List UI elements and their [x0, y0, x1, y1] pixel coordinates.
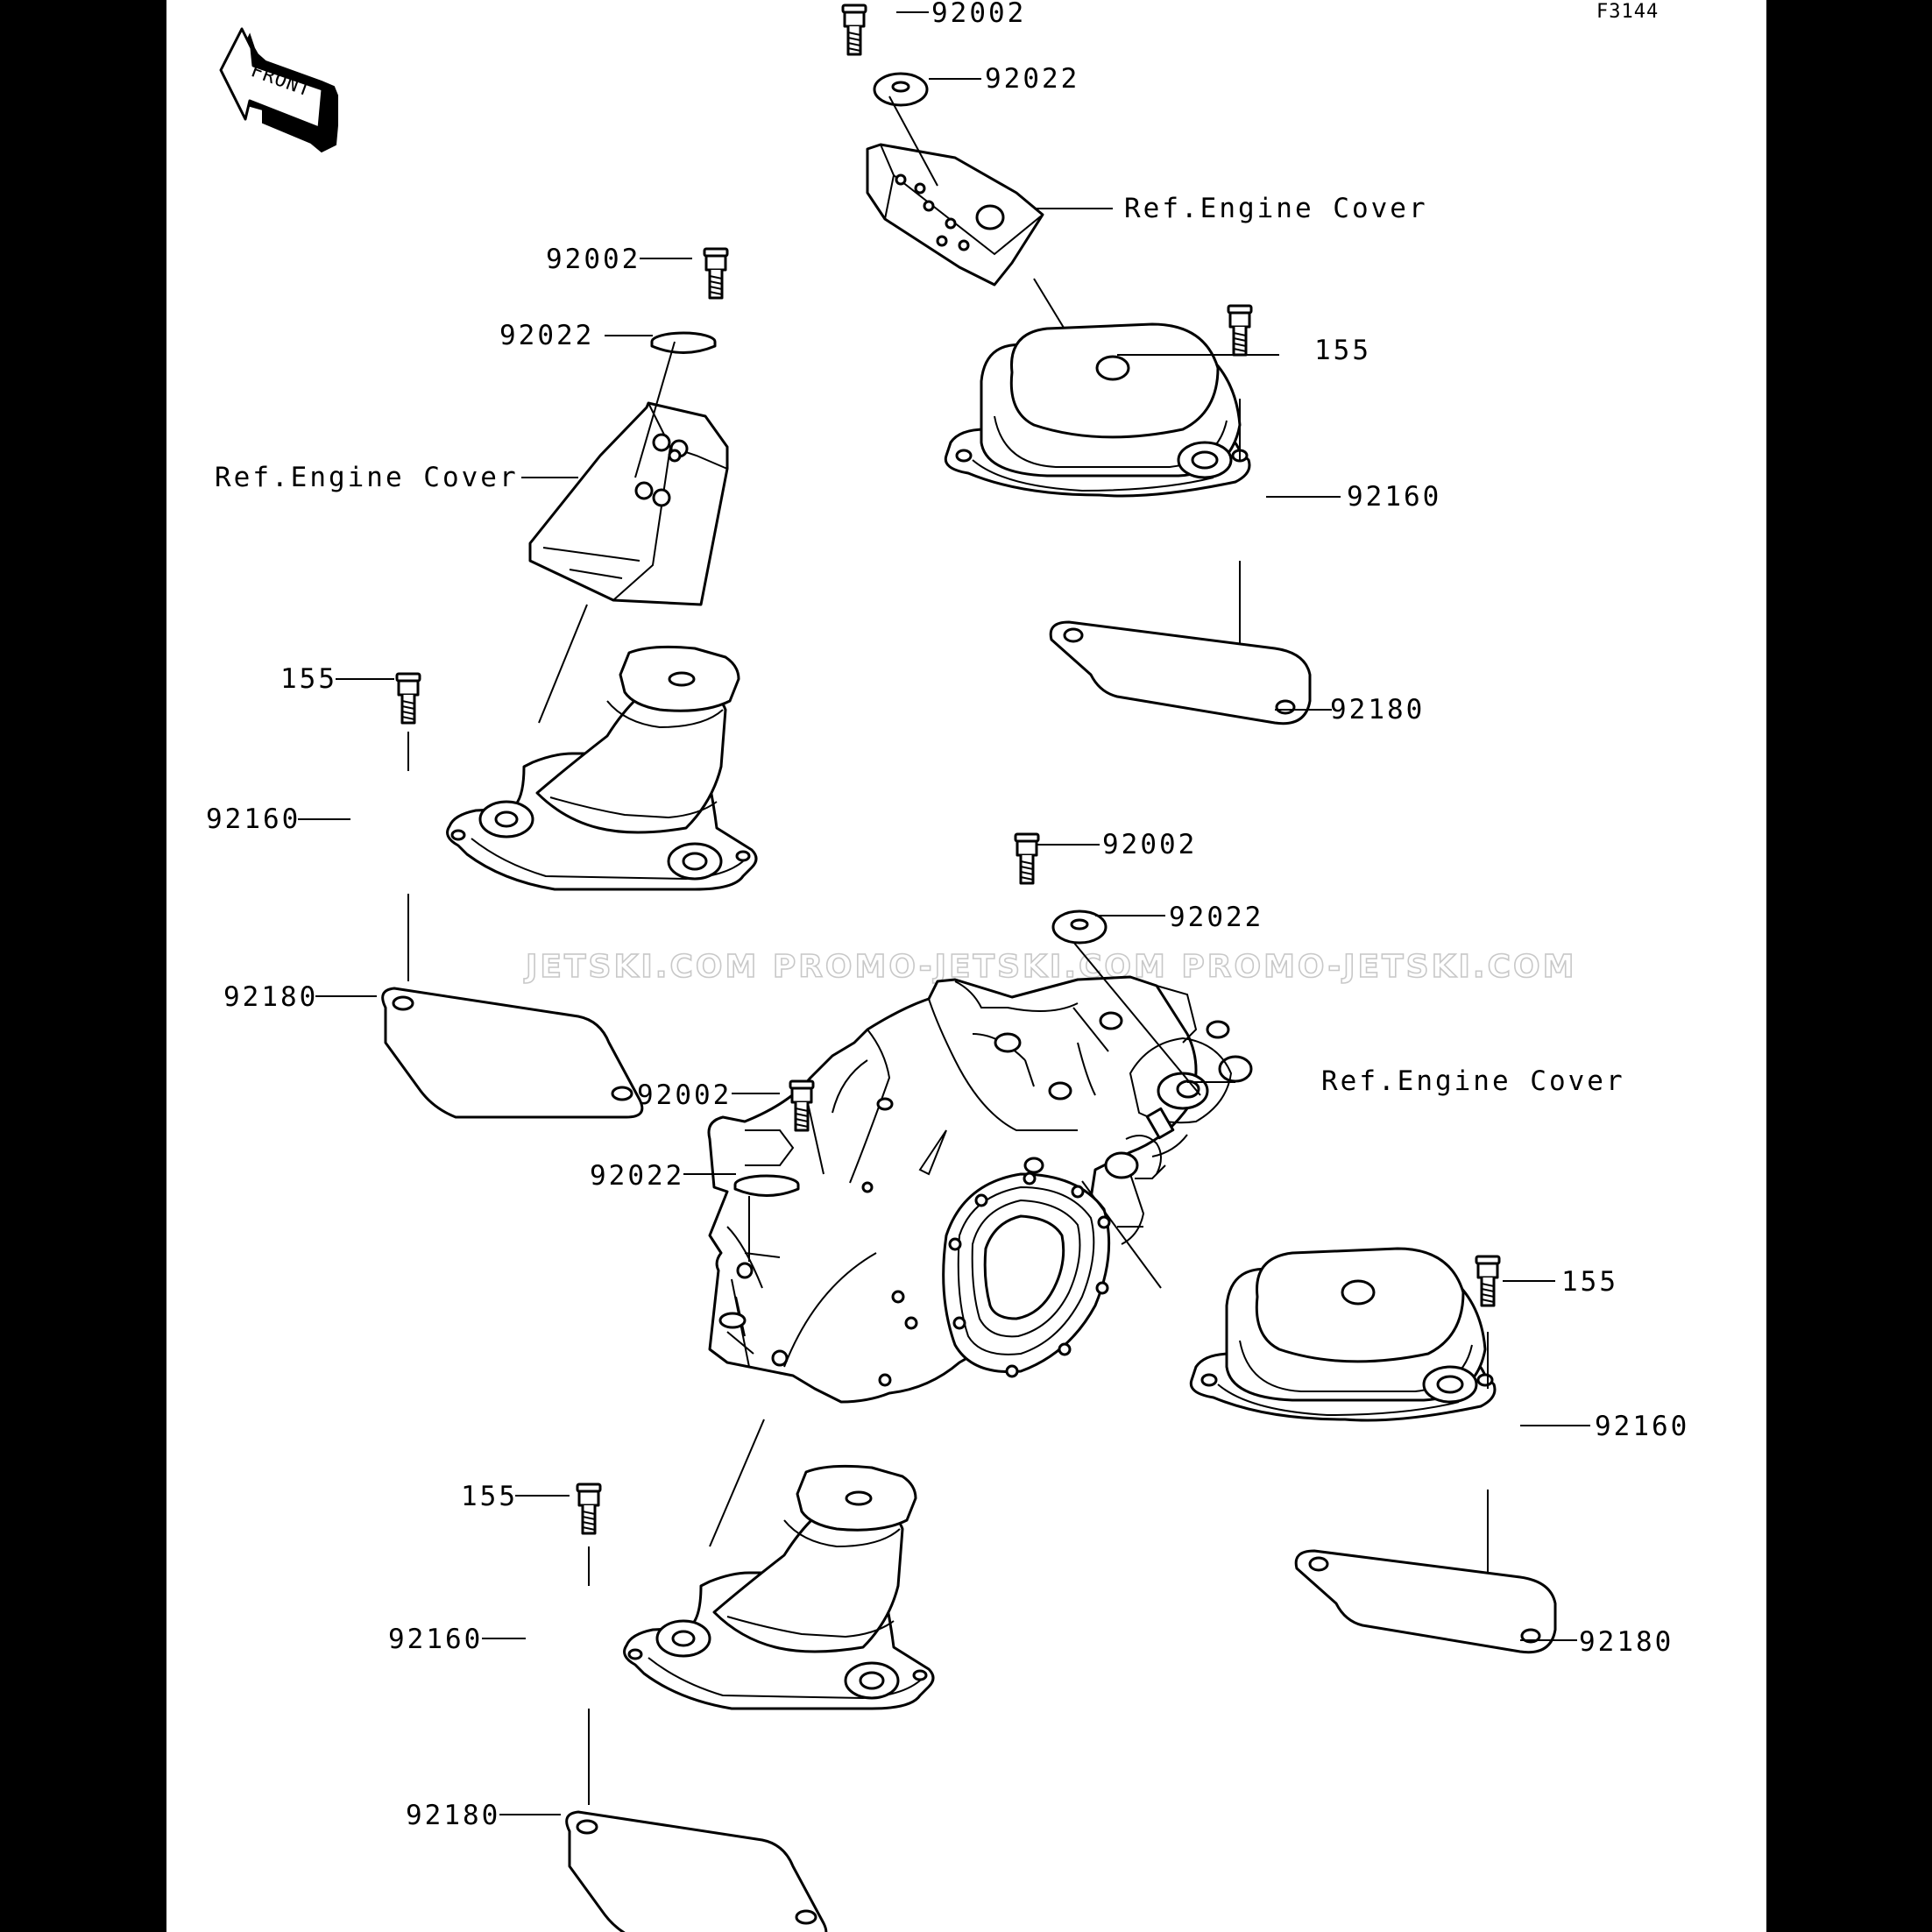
bolt-icon	[576, 1483, 602, 1535]
engine-mount-bottom-right	[1189, 1247, 1497, 1422]
shim-plate-bottom-right	[1294, 1549, 1557, 1654]
callout-ref-engine-cover-left: Ref.Engine Cover	[215, 462, 519, 493]
callout-92022-top: 92022	[985, 63, 1079, 95]
callout-92180-mid-left: 92180	[223, 981, 318, 1013]
engine-cover-bracket-top	[866, 143, 1044, 287]
bolt-icon	[1227, 304, 1253, 357]
bolt-icon	[395, 672, 421, 725]
bolt-icon	[841, 4, 867, 56]
shim-plate-bottom-left	[565, 1810, 828, 1932]
callout-155-mid-left: 155	[280, 663, 337, 695]
callout-155-bottom-right: 155	[1561, 1266, 1618, 1298]
shim-plate-top-right	[1049, 620, 1312, 725]
callout-155-top-right: 155	[1314, 335, 1371, 366]
callout-92160-bottom-left: 92160	[388, 1624, 483, 1655]
callout-92160-mid-left: 92160	[206, 803, 301, 835]
front-arrow-icon: FRONT	[219, 27, 338, 153]
callout-92022-center: 92022	[1169, 902, 1263, 933]
bolt-icon	[1014, 832, 1040, 885]
washer-icon	[733, 1174, 800, 1197]
engine-mount-bottom-left	[623, 1464, 935, 1710]
callout-92160-top-right: 92160	[1347, 481, 1441, 513]
bearing-housing	[736, 1129, 1111, 1387]
engine-cover-bracket-left	[528, 401, 729, 606]
callout-92160-bottom-right: 92160	[1595, 1411, 1689, 1442]
washer-icon	[650, 331, 717, 354]
callout-92002-top: 92002	[931, 0, 1026, 29]
parts-diagram: F3144 FRONT JETSKI.COM PROMO-JETSKI.COM …	[166, 0, 1766, 1932]
callout-92180-bottom-right: 92180	[1579, 1626, 1674, 1658]
callout-92002-center-left: 92002	[637, 1079, 732, 1111]
diagram-canvas: F3144 FRONT JETSKI.COM PROMO-JETSKI.COM …	[206, 0, 1689, 1932]
shim-plate-mid-left	[381, 987, 644, 1119]
callout-92022-left: 92022	[499, 320, 594, 351]
engine-cover-details	[718, 980, 1253, 1387]
callout-92002-left: 92002	[546, 244, 640, 275]
callout-ref-engine-cover-top: Ref.Engine Cover	[1124, 193, 1428, 224]
callout-92180-top-right: 92180	[1330, 694, 1425, 725]
callout-92022-center-left: 92022	[590, 1160, 684, 1192]
callout-92180-bottom-left: 92180	[406, 1800, 500, 1831]
washer-icon	[873, 72, 929, 107]
callout-92002-center: 92002	[1102, 829, 1197, 860]
engine-mount-top-right	[944, 322, 1251, 498]
watermark: JETSKI.COM PROMO-JETSKI.COM PROMO-JETSKI…	[523, 949, 1576, 985]
figure-id: F3144	[1596, 1, 1659, 23]
engine-mount-mid-left	[446, 645, 758, 891]
bolt-icon	[1475, 1255, 1501, 1307]
callout-ref-engine-cover-center: Ref.Engine Cover	[1321, 1065, 1625, 1097]
bolt-icon	[703, 247, 729, 300]
callout-155-bottom-left: 155	[461, 1481, 518, 1512]
